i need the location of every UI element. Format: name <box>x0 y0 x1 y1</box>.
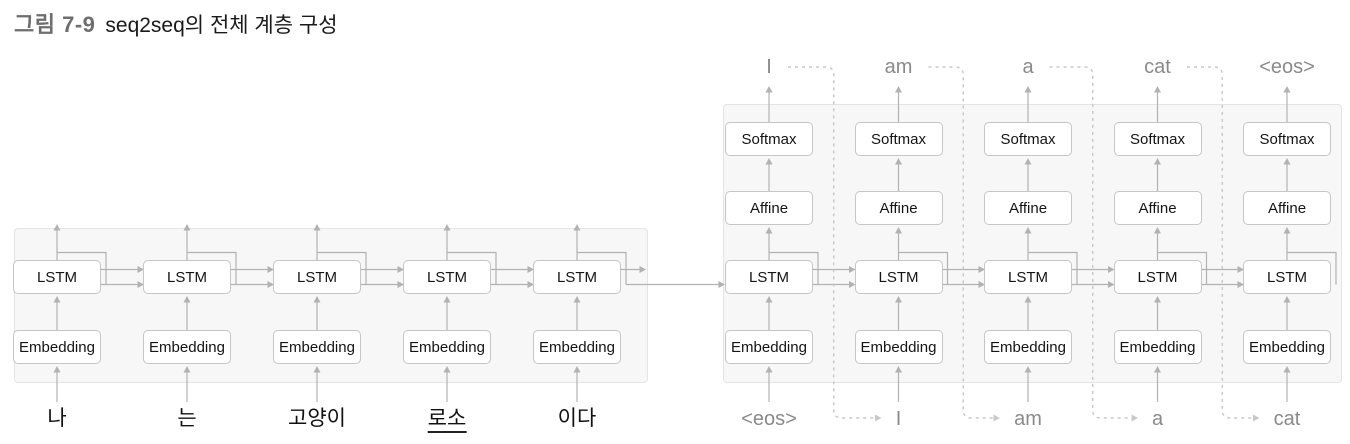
encoder-input-word: 로소 <box>427 407 467 433</box>
decoder-output-word: am <box>884 56 913 78</box>
decoder-feedback-dashed-head <box>1253 414 1260 422</box>
decoder-input-word: a <box>1151 408 1164 430</box>
decoder-input-word: cat <box>1273 408 1301 430</box>
encoder-embedding-box: Embedding <box>273 330 361 364</box>
decoder-lstm-box: LSTM <box>1113 260 1202 294</box>
figure-title: 그림 7-9 seq2seq의 전체 계층 구성 <box>14 7 338 39</box>
decoder-embedding-box: Embedding <box>725 330 813 364</box>
decoder-feedback-dashed-head <box>993 414 1000 422</box>
decoder-input-word: I <box>895 408 902 430</box>
decoder-embedding-box: Embedding <box>984 330 1072 364</box>
decoder-output-word: cat <box>1144 56 1171 78</box>
decoder-softmax-to-word-arrow-head <box>1024 86 1032 93</box>
encoder-embedding-box: Embedding <box>403 330 491 364</box>
decoder-affine-box: Affine <box>854 191 943 225</box>
figure-number-label: 그림 7-9 <box>14 12 96 37</box>
decoder-affine-box: Affine <box>1243 191 1331 225</box>
decoder-embedding-box: Embedding <box>1113 330 1202 364</box>
decoder-affine-box: Affine <box>725 191 813 225</box>
decoder-lstm-box: LSTM <box>1243 260 1331 294</box>
decoder-output-word: I <box>766 56 772 78</box>
encoder-input-word: 는 <box>177 407 197 430</box>
decoder-feedback-dashed-head <box>875 414 882 422</box>
decoder-input-word: <eos> <box>741 408 797 430</box>
decoder-softmax-to-word-arrow-head <box>765 86 773 93</box>
encoder-embedding-box: Embedding <box>143 330 231 364</box>
encoder-lstm-box: LSTM <box>403 260 491 294</box>
decoder-affine-box: Affine <box>1113 191 1202 225</box>
decoder-lstm-box: LSTM <box>725 260 813 294</box>
encoder-lstm-box: LSTM <box>273 260 361 294</box>
decoder-softmax-box: Softmax <box>984 122 1072 156</box>
encoder-embedding-box: Embedding <box>533 330 621 364</box>
encoder-lstm-box: LSTM <box>533 260 621 294</box>
decoder-softmax-box: Softmax <box>725 122 813 156</box>
encoder-lstm-box: LSTM <box>143 260 231 294</box>
decoder-embedding-box: Embedding <box>854 330 943 364</box>
encoder-input-word: 이다 <box>557 407 597 430</box>
decoder-softmax-to-word-arrow-head <box>895 86 902 93</box>
decoder-feedback-dashed-head <box>1131 414 1138 422</box>
decoder-softmax-to-word-arrow-head <box>1283 86 1291 93</box>
figure-title-text: seq2seq의 전체 계층 구성 <box>105 14 338 37</box>
decoder-softmax-to-word-arrow-head <box>1154 86 1161 93</box>
encoder-input-word: 나 <box>47 407 67 430</box>
decoder-lstm-box: LSTM <box>854 260 943 294</box>
decoder-output-word: a <box>1022 56 1034 78</box>
decoder-lstm-box: LSTM <box>984 260 1072 294</box>
decoder-output-word: <eos> <box>1259 56 1315 78</box>
decoder-affine-box: Affine <box>984 191 1072 225</box>
decoder-softmax-box: Softmax <box>1113 122 1202 156</box>
encoder-lstm-box: LSTM <box>13 260 101 294</box>
encoder-embedding-box: Embedding <box>13 330 101 364</box>
decoder-softmax-box: Softmax <box>1243 122 1331 156</box>
decoder-softmax-box: Softmax <box>854 122 943 156</box>
decoder-input-word: am <box>1014 408 1042 430</box>
encoder-input-word: 고양이 <box>288 407 346 430</box>
decoder-embedding-box: Embedding <box>1243 330 1331 364</box>
